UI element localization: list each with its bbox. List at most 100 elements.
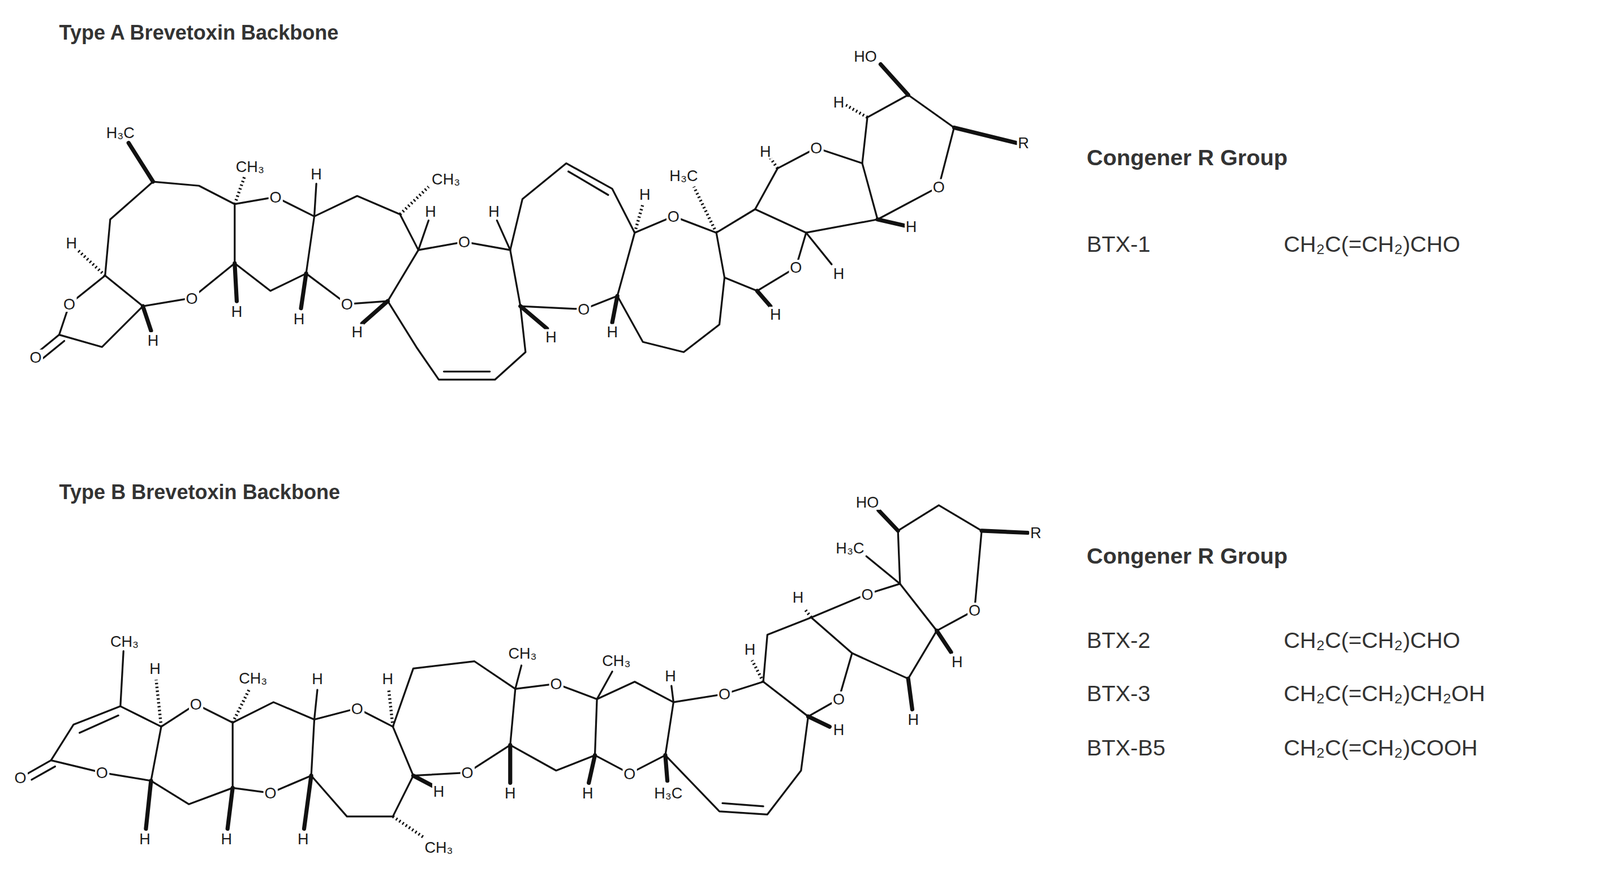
- bond-line: [362, 300, 388, 324]
- atom-label: H: [638, 186, 652, 202]
- bond-line: [594, 681, 674, 774]
- bond-line: [392, 816, 425, 838]
- atom-label: H: [381, 671, 395, 687]
- atom-label: O: [457, 234, 472, 250]
- atom-label: O: [13, 770, 28, 786]
- atom-label: O: [788, 259, 803, 275]
- bond-line: [151, 703, 233, 804]
- atom-label: H: [503, 785, 517, 801]
- bond-line: [811, 583, 937, 679]
- bond-line: [227, 787, 233, 829]
- bond-line: [128, 143, 153, 183]
- atom-label: H: [581, 785, 595, 801]
- bond-line: [665, 681, 809, 815]
- bond-line: [120, 651, 124, 707]
- bond-line: [392, 661, 515, 776]
- bond-line: [300, 273, 307, 308]
- bond-line: [496, 220, 510, 251]
- atom-label: H: [230, 303, 244, 320]
- bond-line: [897, 505, 982, 631]
- bond-line: [50, 706, 162, 781]
- atom-label: O: [809, 140, 824, 156]
- bond-line: [75, 247, 105, 276]
- congener-text: BTX-3: [1086, 682, 1151, 706]
- atom-label: H: [768, 306, 782, 322]
- bond-line: [232, 702, 315, 794]
- bond-line: [617, 216, 725, 352]
- bond-line: [806, 232, 832, 265]
- atom-label: CH₃: [234, 158, 266, 174]
- congener-text: CH₂C(=CH₂)CHO: [1283, 629, 1461, 653]
- bond-line: [845, 105, 868, 118]
- atom-label: H: [148, 660, 162, 677]
- atom-label: O: [62, 296, 77, 312]
- bond-line: [314, 183, 317, 217]
- bond-line: [981, 530, 1028, 533]
- atom-label: CH₃: [109, 633, 140, 649]
- atom-label: O: [350, 700, 365, 716]
- section-heading: Type B Brevetoxin Backbone: [59, 481, 341, 502]
- atom-label: H₃C: [668, 168, 700, 184]
- bond-line: [388, 689, 393, 727]
- type-a-skeleton: [36, 64, 1017, 380]
- atom-label: O: [460, 764, 475, 781]
- congener-text: BTX-B5: [1086, 736, 1166, 760]
- atom-label: H: [424, 203, 438, 219]
- bond-line: [588, 755, 596, 784]
- atom-label: HO: [852, 48, 878, 64]
- congener-text: CH₂C(=CH₂)CH₂OH: [1283, 682, 1486, 706]
- bond-line: [413, 775, 435, 787]
- atom-label: H: [950, 653, 964, 669]
- atom-label: O: [549, 676, 564, 692]
- atom-label: O: [185, 290, 200, 306]
- atom-label: H: [906, 711, 920, 728]
- atom-label: H: [292, 310, 306, 326]
- atom-label: H: [791, 589, 805, 605]
- atom-label: H₃C: [835, 540, 866, 556]
- bond-line: [862, 95, 954, 220]
- bond-line: [41, 340, 65, 359]
- atom-label: H₃C: [653, 785, 685, 801]
- bond-line: [234, 175, 245, 205]
- bond-line: [105, 181, 235, 307]
- atom-label: H: [432, 783, 446, 799]
- atom-label: H₃C: [105, 125, 136, 141]
- bond-line: [234, 196, 315, 291]
- atom-label: H: [350, 324, 364, 340]
- bond-line: [908, 678, 913, 709]
- bond-line: [878, 510, 898, 531]
- bond-line: [751, 660, 764, 682]
- atom-label: H: [832, 721, 846, 738]
- atom-label: H: [758, 143, 772, 159]
- bond-line: [866, 556, 901, 584]
- bond-line: [763, 617, 853, 717]
- atom-label: O: [263, 785, 278, 801]
- bond-line: [665, 755, 668, 781]
- bond-line: [510, 683, 597, 771]
- bond-line: [936, 630, 952, 653]
- atom-label: O: [622, 766, 637, 782]
- atom-label: CH₃: [423, 839, 455, 855]
- atom-label: H: [220, 831, 234, 847]
- congener-text: CH₂C(=CH₂)COOH: [1283, 736, 1478, 760]
- section-heading: Type A Brevetoxin Backbone: [59, 22, 339, 43]
- atom-label: O: [931, 179, 946, 195]
- atom-label: H: [310, 671, 324, 687]
- bond-line: [612, 295, 618, 323]
- bond-line: [418, 220, 429, 251]
- bond-line: [311, 708, 414, 817]
- atom-label: CH₃: [430, 170, 462, 187]
- atom-label: H: [663, 667, 677, 683]
- atom-label: H: [310, 165, 324, 182]
- atom-label: O: [28, 349, 43, 365]
- atom-label: O: [95, 764, 110, 781]
- table-heading: Congener R Group: [1086, 147, 1288, 170]
- atom-label: O: [340, 296, 355, 312]
- bond-line: [568, 171, 609, 195]
- bond-line: [515, 665, 522, 689]
- atom-label: O: [576, 301, 591, 317]
- atom-label: H: [904, 218, 918, 235]
- atom-label: O: [717, 686, 732, 702]
- bond-line: [693, 186, 717, 233]
- atom-label: O: [268, 189, 283, 205]
